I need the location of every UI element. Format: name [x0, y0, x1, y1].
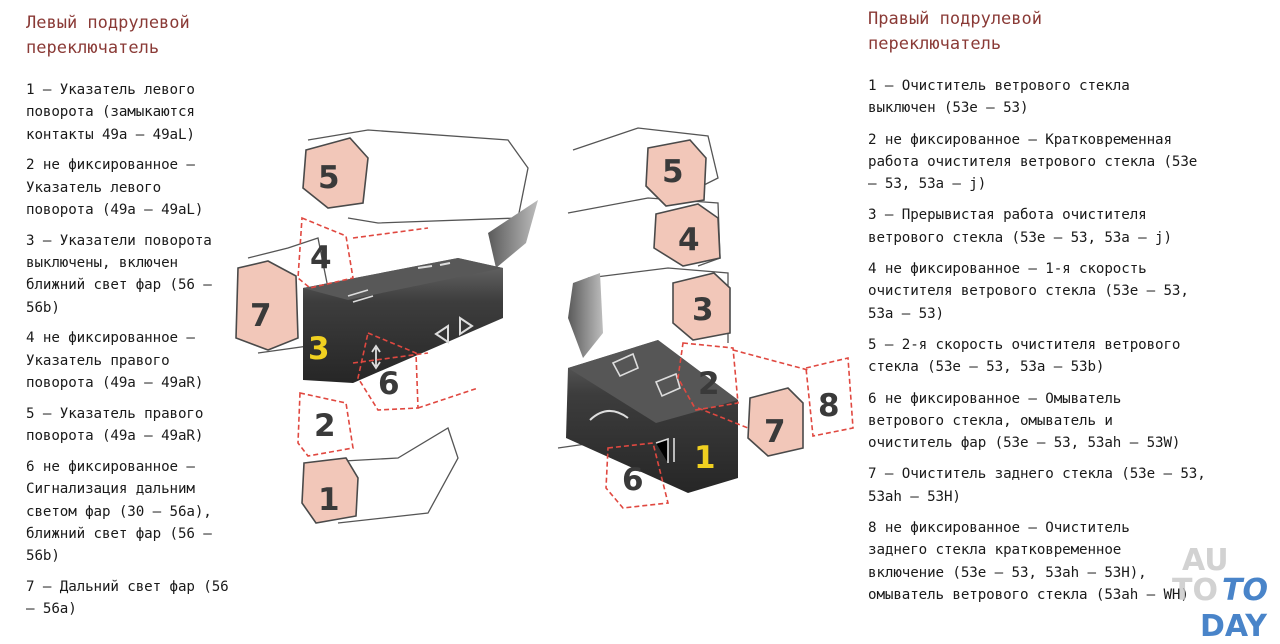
left-key-1-label: 1	[318, 482, 340, 518]
right-dashed-position-6	[605, 442, 669, 509]
left-switch-panel: Левый подрулевой переключатель 1 — Указа…	[26, 0, 266, 629]
left-flash-icon	[347, 289, 374, 303]
left-list-item-7: 7 — Дальний свет фар (56 — 56a)	[26, 578, 229, 618]
left-switch-list: 1 — Указатель левого поворота (замыкаютс…	[26, 79, 266, 621]
left-key-3-label: 3	[308, 331, 330, 367]
right-dashed-position-2	[677, 342, 739, 411]
left-key-5-label: 5	[318, 160, 340, 196]
right-list-item-7: 7 — Очиститель заднего стекла (53e — 53,…	[868, 466, 1206, 505]
left-key-4-label: 4	[310, 240, 332, 276]
right-dashed-guides	[605, 342, 854, 509]
right-list-item-3: 3 — Прерывистая работа очистителя ветров…	[868, 207, 1172, 246]
up-down-arrows-icon	[371, 344, 381, 370]
left-stalk-top-face	[303, 258, 503, 300]
rear-wiper-icon	[589, 410, 629, 421]
right-key-1-label: 1	[694, 440, 716, 476]
left-low-beam-icon	[417, 262, 451, 269]
watermark-line-2: TO	[1172, 573, 1218, 608]
left-key-7-badge	[235, 260, 299, 351]
right-switch-title: Правый подрулевой переключатель	[868, 9, 1042, 54]
right-switch-list: 1 — Очиститель ветрового стекла выключен…	[868, 75, 1268, 606]
autotoday-watermark: AU TO TO DAY	[1172, 544, 1268, 644]
right-switch-panel: Правый подрулевой переключатель 1 — Очис…	[868, 0, 1268, 615]
left-list-item-2: 2 не фиксированное — Указатель левого по…	[26, 157, 204, 218]
right-stalk-arm	[568, 273, 603, 358]
left-dashed-position-6	[357, 331, 419, 411]
right-list-item-8: 8 не фиксированное — Очиститель заднего …	[868, 520, 1189, 603]
left-key-6-label: 6	[378, 366, 400, 402]
left-switch-title: Левый подрулевой переключатель	[26, 13, 190, 58]
left-list-item-4: 4 не фиксированное — Указатель правого п…	[26, 330, 204, 392]
left-dashed-guides	[297, 216, 479, 457]
left-list-item-6: 6 не фиксированное — Сигнализация дальни…	[26, 458, 212, 565]
right-key-8-label: 8	[818, 388, 840, 424]
left-list-item-5: 5 — Указатель правого поворота (49a — 49…	[26, 405, 204, 445]
right-stalk-top-face	[568, 340, 738, 423]
right-list-item-6: 6 не фиксированное — Омыватель ветрового…	[868, 390, 1181, 452]
right-list-item-2: 2 не фиксированное — Кратковременная раб…	[868, 131, 1198, 193]
wiper-icon	[611, 352, 640, 378]
left-dashed-position-2	[297, 392, 354, 457]
right-key-2-label: 2	[698, 366, 720, 402]
right-switch-drawing: 5 4 3 2 8 7 1 6	[557, 127, 854, 509]
left-list-item-1: 1 — Указатель левого поворота (замыкаютс…	[26, 82, 195, 143]
right-dashed-position-8	[805, 357, 854, 437]
right-key-7-badge	[747, 387, 804, 457]
left-key-1-badge	[301, 457, 359, 524]
left-list-item-3: 3 — Указатели поворота выключены, включе…	[26, 232, 212, 316]
turn-arrows-icon	[434, 316, 474, 344]
right-key-5-label: 5	[662, 154, 684, 190]
right-list-item-4: 4 не фиксированное — 1-я скорость очисти…	[868, 261, 1189, 322]
left-key-2-label: 2	[314, 408, 336, 444]
right-key-6-label: 6	[622, 462, 644, 498]
right-key-3-label: 3	[692, 292, 714, 328]
watermark-line-4: DAY	[1200, 609, 1268, 644]
left-switch-drawing: 5 4 7 3 6 2 1	[235, 129, 538, 524]
right-key-3-badge	[672, 272, 731, 341]
left-dashed-position-4	[297, 216, 354, 289]
right-dashed-connectors	[697, 349, 809, 429]
headlamp-washer-icon	[655, 437, 675, 463]
right-list-item-1: 1 — Очиститель ветрового стекла выключен…	[868, 78, 1130, 117]
switch-diagram: 5 4 7 3 6 2 1 5	[235, 127, 854, 524]
watermark-line-3: TO	[1222, 573, 1268, 608]
left-dashed-connectors	[352, 227, 479, 409]
washer-icon	[654, 372, 681, 398]
right-key-4-badge	[653, 203, 721, 267]
right-key-5-badge	[645, 139, 707, 207]
watermark-line-1: AU	[1182, 544, 1229, 578]
left-stalk-arm	[488, 200, 538, 268]
right-key-7-label: 7	[764, 414, 786, 450]
right-list-item-5: 5 — 2-я скорость очистителя ветрового ст…	[868, 336, 1181, 376]
right-key-4-label: 4	[678, 222, 700, 258]
left-key-5-badge	[302, 137, 369, 209]
left-key-7-label: 7	[250, 298, 272, 334]
